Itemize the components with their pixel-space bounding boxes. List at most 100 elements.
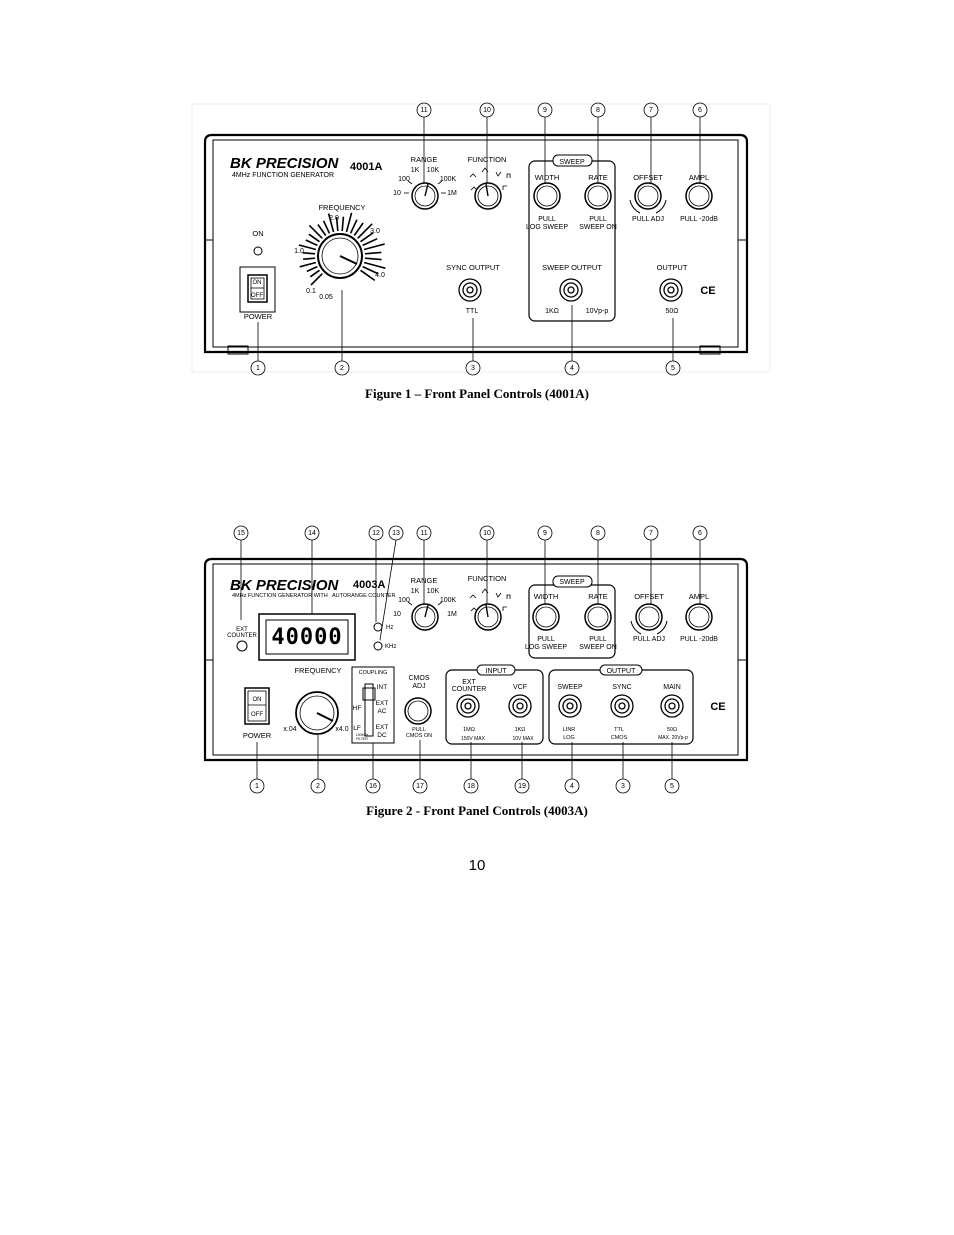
callout-8: 8 [596,530,600,537]
width-label: WIDTH [535,173,560,182]
callout-17: 17 [416,783,424,790]
filter-label: 100KHz [356,733,369,737]
callout-6: 6 [698,530,702,537]
offset-label: OFFSET [634,592,664,601]
range-label: RANGE [411,155,438,164]
rate-pull-label: PULL [589,216,607,223]
callout-11: 11 [420,107,427,114]
callout-13: 13 [392,530,400,537]
range-label: RANGE [411,576,438,585]
callout-6: 6 [698,107,702,114]
sweep-group-tab [552,154,593,167]
dial-tick [345,212,353,233]
ampl-label: AMPL [689,592,709,601]
range-tick: 100K [440,597,457,604]
callout-7: 7 [649,530,653,537]
sweep-output-label: SWEEP OUTPUT [542,263,602,272]
output-group-tab [599,664,643,676]
dial-tick [308,224,323,239]
callout-10: 10 [483,107,491,114]
cmos-pull-label: PULL [412,727,426,733]
range-tick: 1M [447,611,457,618]
dial-tick [360,231,374,243]
sync-output-label: SYNC OUTPUT [446,263,500,272]
frequency-label: FREQUENCY [294,666,341,675]
switch-on-label: ON [253,697,262,703]
offset-pull-label: PULL ADJ [632,216,664,223]
callout-3: 3 [471,365,475,372]
switch-off-label: OFF [251,293,263,299]
frequency-label: FREQUENCY [318,203,365,212]
lf-label: LF [353,725,361,732]
dial-tick [309,269,320,278]
rate-label: RATE [588,173,607,182]
sweep-group-tab [552,575,593,588]
callout-5: 5 [671,365,675,372]
input-group-tab [476,664,516,676]
frequency-tick: 0.1 [306,288,316,295]
power-label: POWER [243,731,272,740]
dial-tick [363,243,385,251]
frequency-max-label: x4.0 [335,726,348,733]
sync-cmos-label: CMOS [611,735,628,741]
switch-off-label: OFF [251,712,263,718]
sync-output-label: SYNC [612,684,631,691]
callout-4: 4 [570,365,574,372]
int-label: INT [377,684,388,691]
sweep-group-label: SWEEP [559,579,585,586]
figure1-drawing [191,102,771,376]
rate-pull-label: SWEEP ON [579,224,617,231]
range-tick: 100K [440,176,457,183]
ext-dc-label: DC [377,732,387,739]
range-tick: 10K [427,588,440,595]
ext-counter-impedance: 1MΩ [463,727,475,733]
frequency-tick: 3.0 [370,228,380,235]
width-pull-label: PULL [538,216,556,223]
figure1-caption: Figure 1 – Front Panel Controls (4001A) [365,386,589,401]
dial-tick [306,265,318,273]
frequency-tick: 4.0 [375,272,385,279]
callout-12: 12 [372,530,380,537]
callout-9: 9 [543,107,547,114]
dial-tick [302,252,316,255]
cmos-pull-label: CMOS ON [406,733,432,739]
cmos-adj-label: ADJ [412,683,425,690]
sweep-log-label: LOG [563,735,575,741]
rate-pull-label: PULL [589,636,607,643]
power-on-indicator-label: ON [252,229,263,238]
brand-logo: BK PRECISION [230,155,340,172]
output-impedance-label: 50Ω [665,308,678,315]
dial-tick [362,265,379,275]
width-pull-label: LOG SWEEP [526,224,568,231]
callout-4: 4 [570,783,574,790]
vcf-max: 10V MAX [512,736,534,742]
dial-tick [341,216,345,232]
function-label: FUNCTION [468,155,507,164]
ext-counter-input-label: COUNTER [452,686,487,693]
sweep-group-label: SWEEP [559,159,585,166]
model-number: 4003A [353,579,385,591]
coupling-label: COUPLING [359,670,388,676]
main-output-label: MAIN [663,684,681,691]
range-tick: 1M [447,190,457,197]
ce-mark: CE [700,285,715,297]
callout-2: 2 [316,783,320,790]
filter-label: FILTER [356,737,368,741]
function-label: FUNCTION [468,574,507,583]
ext-counter-input-label: EXT [462,679,476,686]
dial-tick [353,222,364,236]
callout-1: 1 [256,365,260,372]
input-group-label: INPUT [486,668,508,675]
callout-11: 11 [420,530,427,537]
dial-tick [364,251,382,255]
range-tick: 100 [398,176,410,183]
callout-8: 8 [596,107,600,114]
ext-counter-led-label: EXT [236,627,248,633]
sync-ttl-label: TTL [614,727,624,733]
output-label: OUTPUT [657,263,688,272]
dial-tick [335,216,339,232]
callout-5: 5 [670,783,674,790]
hz-label: Hz [386,625,393,631]
page-number: 10 [468,857,486,874]
figure2-caption: Figure 2 - Front Panel Controls (4003A) [366,803,588,818]
